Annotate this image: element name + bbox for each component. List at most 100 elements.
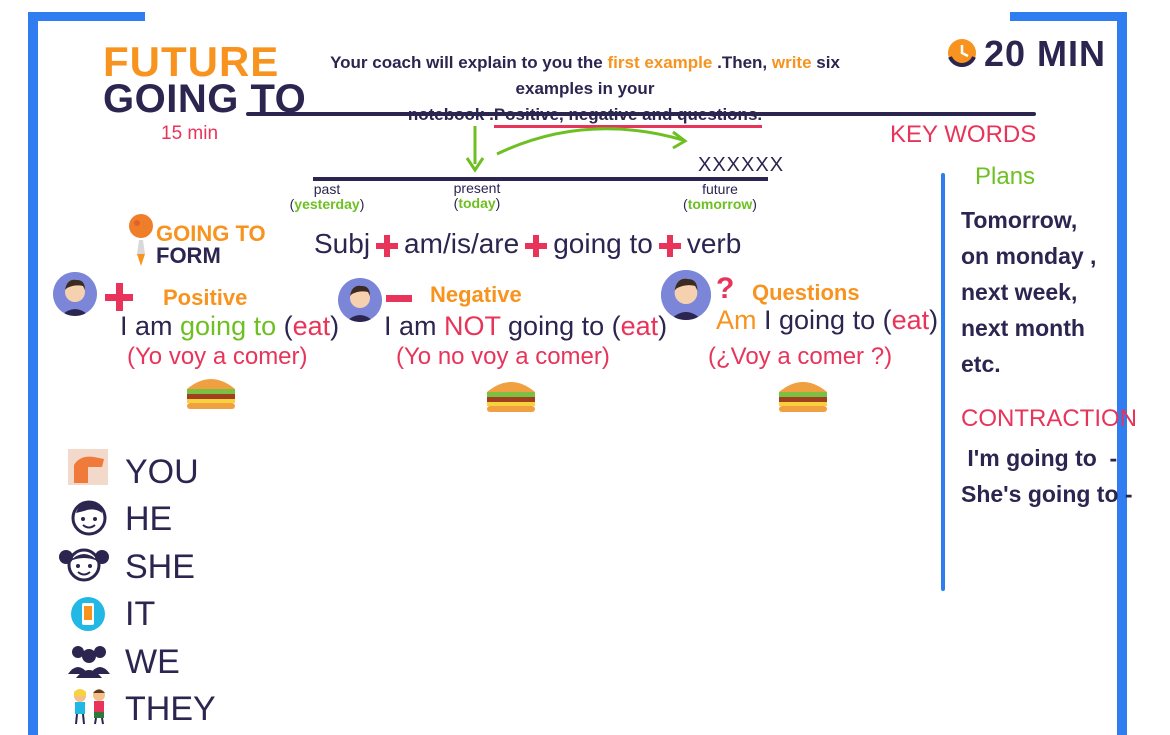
negative-translation: (Yo no voy a comer)	[396, 343, 610, 370]
question-sign-icon: ?	[716, 272, 735, 305]
negative-ex-c: going to (	[500, 311, 621, 341]
positive-ex-d: eat	[292, 311, 331, 341]
avatar	[661, 270, 711, 320]
instr-first-example: first example	[607, 53, 713, 72]
burger-icon	[779, 382, 827, 412]
positive-ex-b: going to	[180, 311, 277, 341]
group-icon	[68, 646, 110, 678]
form-label-form: FORM	[156, 243, 221, 268]
keywords-list: Tomorrow, on monday , next week, next mo…	[961, 202, 1096, 382]
positive-ex-a: I am	[120, 311, 181, 341]
instr-write: write	[771, 53, 812, 72]
pronoun-it: IT	[125, 595, 156, 633]
negative-ex-d: eat	[620, 311, 659, 341]
keywords-heading: KEY WORDS	[890, 121, 1037, 148]
pronoun-he: HE	[125, 500, 173, 538]
timeline-future-label: future	[702, 181, 738, 197]
plans-label: Plans	[975, 163, 1036, 190]
keywords-divider	[941, 173, 945, 591]
formula-verb: verb	[686, 228, 742, 259]
formula-be: am/is/are	[404, 228, 520, 259]
negative-example: I am NOT going to (eat)	[384, 311, 667, 342]
positive-example: I am going to (eat)	[120, 311, 339, 342]
frame-left-top	[28, 12, 145, 21]
questions-ex-c: eat	[891, 305, 930, 335]
title-underline	[246, 112, 1036, 116]
positive-ex-c: (	[276, 311, 293, 341]
clock-icon	[948, 39, 976, 67]
avatar	[338, 278, 382, 322]
negative-ex-a: I am	[384, 311, 445, 341]
timeline-past: past (yesterday)	[287, 182, 367, 212]
instr-part2: .Then,	[712, 53, 772, 72]
timer-label: 20 MIN	[984, 33, 1107, 74]
formula-going-to: going to	[553, 228, 653, 259]
timeline-past-sub: yesterday	[294, 196, 360, 212]
keyword-item: next week,	[961, 279, 1078, 305]
timeline-present-sub: today	[458, 195, 496, 211]
questions-translation: (¿Voy a comer ?)	[708, 343, 893, 370]
negative-ex-e: )	[658, 311, 668, 341]
positive-title: Positive	[163, 285, 248, 310]
frame-right	[1117, 12, 1127, 735]
pronoun-we: WE	[125, 643, 180, 681]
burger-icon	[487, 382, 535, 412]
boy-avatar-icon	[53, 272, 97, 316]
boy-avatar-icon	[338, 278, 382, 322]
keyword-item: etc.	[961, 351, 1001, 377]
instr-underlined: Positive, negative and questions.	[493, 105, 763, 128]
positive-sign-icon	[105, 283, 133, 311]
instructions: Your coach will explain to you the first…	[300, 50, 870, 128]
kids-icon	[74, 689, 105, 725]
contraction-label: CONTRACTION	[961, 405, 1137, 432]
boy-avatar-icon	[661, 270, 711, 320]
questions-ex-d: )	[929, 305, 939, 335]
form-label-going-to: GOING TO	[156, 221, 266, 246]
girl-face-icon	[59, 548, 109, 582]
instr-part4: notebook .	[407, 105, 494, 124]
questions-ex-b: I going to (	[756, 305, 892, 335]
timeline-future: future (tomorrow)	[680, 182, 760, 212]
formula-subject: Subj	[314, 228, 371, 259]
contraction-item: She's going to -	[961, 481, 1133, 507]
questions-example: Am I going to (eat)	[716, 305, 938, 336]
keyword-item: next month	[961, 315, 1085, 341]
instr-part3: six examples in your	[515, 53, 840, 98]
keyword-item: on monday ,	[961, 243, 1097, 269]
rocket-icon	[129, 214, 153, 266]
instr-part1: Your coach will explain to you the	[330, 53, 608, 72]
timeline-arrows	[465, 126, 688, 173]
timeline-present-label: present	[453, 180, 501, 196]
plus-icon	[525, 234, 548, 257]
questions-title: Questions	[752, 280, 860, 305]
contraction-item: I'm going to -	[961, 445, 1118, 471]
questions-ex-a: Am	[716, 305, 757, 335]
boy-face-icon	[71, 500, 107, 536]
form-formula: Subj am/is/are going to verb	[314, 228, 741, 260]
timeline-future-sub: tomorrow	[687, 196, 753, 212]
title-future: FUTURE	[103, 38, 280, 85]
timeline-marker: XXXXXX	[698, 154, 785, 176]
pronoun-she: SHE	[125, 548, 195, 586]
plus-icon	[376, 234, 399, 257]
frame-right-top	[1010, 12, 1127, 21]
timeline-present: present (today)	[437, 181, 517, 211]
timeline-past-label: past	[313, 181, 341, 197]
plus-icon	[658, 234, 681, 257]
pointing-hand-icon	[68, 449, 108, 485]
pronoun-you: YOU	[125, 453, 199, 491]
contraction-list: I'm going to - She's going to -	[961, 440, 1133, 512]
burger-icon	[187, 379, 235, 409]
timeline-line	[313, 177, 768, 181]
time-label: 15 min	[161, 123, 219, 144]
keyword-item: Tomorrow,	[961, 207, 1078, 233]
phone-icon	[71, 597, 105, 631]
avatar	[53, 272, 97, 316]
positive-ex-e: )	[330, 311, 340, 341]
negative-ex-b: NOT	[444, 311, 501, 341]
frame-left	[28, 12, 38, 735]
pronoun-they: THEY	[125, 690, 216, 728]
negative-sign-icon	[386, 295, 412, 302]
positive-translation: (Yo voy a comer)	[127, 343, 308, 370]
negative-title: Negative	[430, 282, 522, 307]
